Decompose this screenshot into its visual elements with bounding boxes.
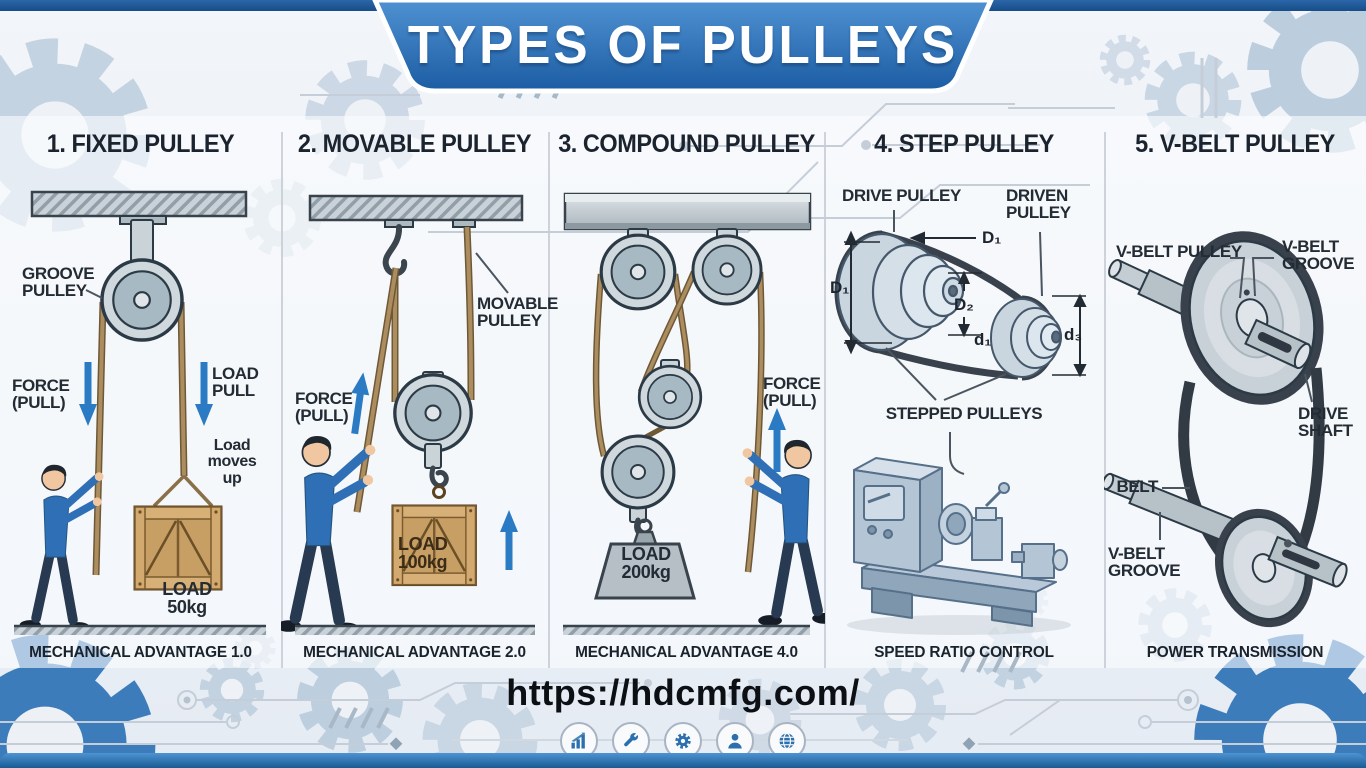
website-url: https://hdcmfg.com/	[506, 672, 860, 713]
belt-label: BELT	[1116, 477, 1158, 496]
column-movable-pulley: 2. MOVABLE PULLEY	[281, 0, 558, 768]
dim-d1-top: D₁	[982, 228, 1002, 247]
load-pull-label: LOAD PULL	[212, 364, 259, 401]
column-heading: 1. FIXED PULLEY	[46, 130, 235, 158]
movable-pulley-illustration	[281, 194, 535, 670]
person-figure	[20, 465, 104, 632]
rope-knot	[152, 474, 214, 508]
force-up-arrow	[351, 372, 370, 435]
column-divider	[824, 132, 826, 668]
fixed-pulley-wheel	[100, 258, 184, 342]
load-down-arrow	[195, 362, 213, 426]
column-divider	[1104, 132, 1106, 668]
middle-pulley	[637, 364, 703, 430]
label-pointers	[885, 210, 1043, 475]
bottom-bar	[0, 753, 1366, 768]
column-step-pulley: 4. STEP PULLEY	[824, 0, 1104, 768]
column-fixed-pulley: 1. FIXED PULLEY	[0, 0, 281, 768]
groove-pulley-label: GROOVE PULLEY	[22, 264, 95, 301]
dimension-arrows	[844, 230, 1087, 378]
top-pulley-right	[691, 234, 763, 306]
movable-pulley-label: MOVABLE PULLEY	[477, 294, 558, 331]
keyway-slot	[1282, 549, 1320, 570]
vbelt-pulley-label: V-BELT PULLEY	[1116, 242, 1242, 261]
keyway-slot	[1257, 332, 1292, 353]
circuit-traces	[0, 58, 1366, 751]
drive-step-pulley	[836, 232, 965, 352]
drive-pulley-label: DRIVE PULLEY	[842, 186, 961, 205]
speed-ratio-caption: SPEED RATIO CONTROL	[874, 644, 1054, 661]
column-divider	[548, 132, 550, 668]
column-vbelt-pulley: 5. V-BELT PULLEY	[1104, 0, 1366, 768]
column-heading: 3. COMPOUND PULLEY	[558, 130, 815, 158]
movable-pulley-wheel	[393, 373, 473, 453]
ground	[14, 626, 266, 635]
ceiling	[30, 190, 248, 218]
load-hook	[429, 465, 449, 489]
vbelt-pulley-illustration	[1104, 231, 1348, 628]
vbelt-groove-label: V-BELT GROOVE	[1282, 237, 1355, 274]
load-value-label: LOAD 100kg	[398, 534, 448, 573]
page-title: TYPES OF PULLEYS	[407, 15, 959, 75]
force-label: FORCE (PULL)	[12, 376, 70, 413]
weight-200kg	[594, 530, 696, 600]
power-transmission-caption: POWER TRANSMISSION	[1146, 644, 1324, 661]
ground	[295, 626, 535, 635]
dim-d3: d₃	[1064, 325, 1083, 344]
lower-pulley	[600, 434, 676, 510]
steel-beam	[563, 192, 812, 231]
groove-pointer	[85, 289, 103, 299]
mechanical-advantage-caption: MECHANICAL ADVANTAGE 2.0	[303, 644, 526, 661]
load-value-label: LOAD 200kg	[621, 544, 671, 583]
label-pointers	[1159, 257, 1313, 540]
force-down-arrow	[79, 362, 97, 426]
mechanical-advantage-caption: MECHANICAL ADVANTAGE 1.0	[29, 644, 252, 661]
column-heading: 4. STEP PULLEY	[874, 130, 1054, 158]
load-up-arrow	[500, 510, 518, 570]
column-compound-pulley: 3. COMPOUND PULLEY	[548, 0, 825, 768]
compound-pulley-illustration	[563, 192, 825, 635]
lathe-machine	[847, 457, 1071, 635]
force-label: FORCE (PULL)	[295, 389, 353, 426]
stepped-pulleys-label: STEPPED PULLEYS	[885, 404, 1043, 423]
column-heading: 5. V-BELT PULLEY	[1135, 130, 1335, 158]
load-value-label: LOAD 50kg	[162, 579, 212, 618]
drive-shaft-lower	[1104, 472, 1240, 545]
dim-d1-left: D₁	[830, 278, 850, 297]
force-label: FORCE (PULL)	[763, 374, 821, 411]
column-divider	[281, 132, 283, 668]
crate-50kg	[133, 505, 223, 591]
load-moves-up-label: Load moves up	[207, 437, 257, 487]
top-pulley-left	[599, 233, 677, 311]
force-up-arrow	[768, 408, 786, 472]
step-pulley-illustration	[834, 210, 1087, 635]
vbelt-groove-bottom-label: V-BELT GROOVE	[1108, 544, 1181, 581]
fixed-pulley-illustration	[14, 190, 266, 670]
banner-shape	[372, 0, 994, 94]
column-heading: 2. MOVABLE PULLEY	[297, 130, 532, 158]
drive-shaft-label: DRIVE SHAFT	[1298, 404, 1353, 441]
ceiling-hook	[382, 224, 408, 277]
driven-pulley-label: DRIVEN PULLEY	[1006, 186, 1071, 223]
ground	[563, 626, 810, 635]
ceiling	[308, 194, 524, 222]
dim-d2: D₂	[954, 295, 974, 314]
title-banner: TYPES OF PULLEYS	[371, 0, 995, 100]
dim-d1-small: d₁	[974, 330, 992, 349]
driven-step-pulley	[990, 298, 1062, 378]
mechanical-advantage-caption: MECHANICAL ADVANTAGE 4.0	[575, 644, 798, 661]
movable-pointer	[475, 252, 509, 294]
